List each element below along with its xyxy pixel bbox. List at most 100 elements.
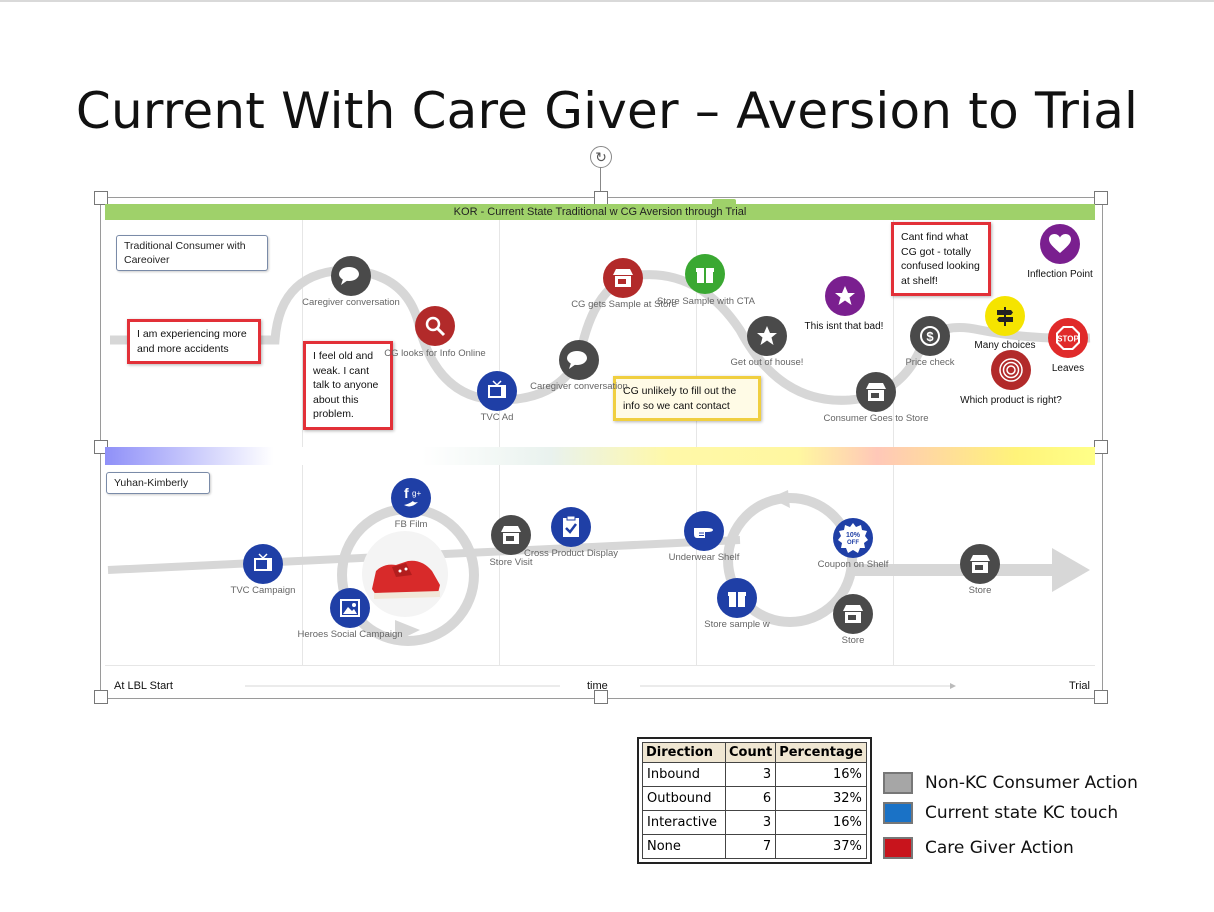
legend-swatch	[883, 837, 913, 859]
table-cell: 3	[724, 810, 777, 835]
rotate-handle-icon[interactable]: ↻	[590, 146, 612, 168]
table-row: Inbound 3 16%	[642, 762, 867, 787]
resize-handle-top-right[interactable]	[1094, 191, 1108, 205]
node-label: TVC Ad	[480, 412, 514, 423]
node-label: Coupon on Shelf	[817, 559, 889, 570]
rotate-handle-stem	[600, 167, 601, 193]
table-header: Percentage	[775, 742, 867, 763]
node-label: CG gets Sample at Store	[571, 299, 677, 310]
store-icon[interactable]	[833, 594, 873, 634]
node-label: Cross Product Display	[524, 548, 618, 559]
heart-icon[interactable]	[1040, 224, 1080, 264]
stop-icon[interactable]: STOP	[1048, 318, 1088, 358]
target-icon[interactable]	[991, 350, 1031, 390]
node-label: Consumer Goes to Store	[823, 413, 929, 424]
lane-label-consumer[interactable]: Traditional Consumer with Careoiver	[116, 235, 268, 271]
node-label: Price check	[905, 357, 955, 368]
grid-column-line	[302, 220, 303, 665]
star-icon[interactable]	[747, 316, 787, 356]
store-icon[interactable]	[960, 544, 1000, 584]
summary-table: Direction Count Percentage Inbound 3 16%…	[637, 737, 872, 864]
table-cell: None	[642, 834, 726, 859]
signpost-icon[interactable]	[985, 296, 1025, 336]
grid-row-line	[105, 665, 1095, 666]
legend-label: Non-KC Consumer Action	[925, 773, 1138, 793]
node-label: Heroes Social Campaign	[297, 629, 403, 640]
table-cell: 37%	[775, 834, 867, 859]
table-cell: 7	[724, 834, 777, 859]
table-cell: 6	[724, 786, 777, 811]
note-feel-old[interactable]: I feel old and weak. I cant talk to anyo…	[303, 341, 393, 430]
legend-item-care-giver: Care Giver Action	[883, 837, 1074, 859]
tv-icon[interactable]	[243, 544, 283, 584]
node-label: Caregiver conversation	[530, 381, 628, 392]
axis-time-label: time	[587, 680, 608, 692]
node-label: Store Sample with CTA	[656, 296, 756, 307]
loop-arrow-right	[770, 490, 790, 508]
tv-icon[interactable]	[477, 371, 517, 411]
resize-handle-bottom-right[interactable]	[1094, 690, 1108, 704]
svg-text:10%: 10%	[846, 532, 861, 539]
table-header: Count	[724, 742, 777, 763]
loop-arrow-left	[395, 620, 420, 642]
resize-handle-top-left[interactable]	[94, 191, 108, 205]
resize-handle-bottom[interactable]	[594, 690, 608, 704]
resize-handle-bottom-left[interactable]	[94, 690, 108, 704]
time-axis-arrow	[950, 683, 956, 689]
note-cant-find[interactable]: Cant find what CG got - totally confused…	[891, 222, 991, 296]
gift-icon[interactable]	[717, 578, 757, 618]
lane-divider-gradient	[105, 447, 1095, 465]
header-tab	[712, 199, 736, 204]
table-cell: 32%	[775, 786, 867, 811]
node-label: Which product is right?	[960, 395, 1062, 406]
table-cell: 3	[724, 762, 777, 787]
clipboard-icon[interactable]	[551, 507, 591, 547]
pointing-hand-icon[interactable]	[684, 511, 724, 551]
sneaker-image	[362, 531, 448, 617]
loop-circle-right	[723, 493, 857, 627]
legend-label: Current state KC touch	[925, 803, 1119, 823]
table-cell: 16%	[775, 762, 867, 787]
node-label: FB Film	[394, 519, 428, 530]
grid-column-line	[499, 220, 500, 665]
node-label: Inflection Point	[1027, 269, 1093, 280]
node-label: Store Visit	[489, 557, 533, 568]
svg-text:f: f	[404, 485, 409, 501]
note-accidents[interactable]: I am experiencing more and more accident…	[127, 319, 261, 364]
final-arrow-head	[1052, 548, 1090, 592]
image-icon[interactable]	[330, 588, 370, 628]
node-label: CG looks for Info Online	[384, 348, 486, 359]
store-icon[interactable]	[491, 515, 531, 555]
table-cell: Interactive	[642, 810, 726, 835]
node-label: Caregiver conversation	[302, 297, 400, 308]
node-label: Get out of house!	[730, 357, 804, 368]
dollar-icon[interactable]: $	[910, 316, 950, 356]
table-cell: Outbound	[642, 786, 726, 811]
axis-start-label: At LBL Start	[114, 680, 173, 692]
svg-text:$: $	[926, 329, 934, 344]
table-row: Outbound 6 32%	[642, 786, 867, 811]
note-cg-unlikely[interactable]: CG unlikely to fill out the info so we c…	[613, 376, 761, 421]
table-cell: Inbound	[642, 762, 726, 787]
lane-label-company[interactable]: Yuhan-Kimberly	[106, 472, 210, 494]
store-icon[interactable]	[603, 258, 643, 298]
magnifier-icon[interactable]	[415, 306, 455, 346]
gift-icon[interactable]	[685, 254, 725, 294]
star-icon[interactable]	[825, 276, 865, 316]
speech-bubbles-icon[interactable]	[559, 340, 599, 380]
store-icon[interactable]	[856, 372, 896, 412]
table-cell: 16%	[775, 810, 867, 835]
speech-bubbles-icon[interactable]	[331, 256, 371, 296]
legend-swatch	[883, 772, 913, 794]
legend-swatch	[883, 802, 913, 824]
node-label: This isnt that bad!	[804, 321, 884, 332]
top-border	[0, 0, 1214, 2]
table-row: Interactive 3 16%	[642, 810, 867, 835]
node-label: Underwear Shelf	[668, 552, 740, 563]
coupon-icon[interactable]: 10%OFF	[833, 518, 873, 558]
node-label: Store	[968, 585, 992, 596]
svg-text:g+: g+	[412, 489, 421, 498]
legend-item-kc-touch: Current state KC touch	[883, 802, 1118, 824]
grid-column-line	[696, 220, 697, 665]
